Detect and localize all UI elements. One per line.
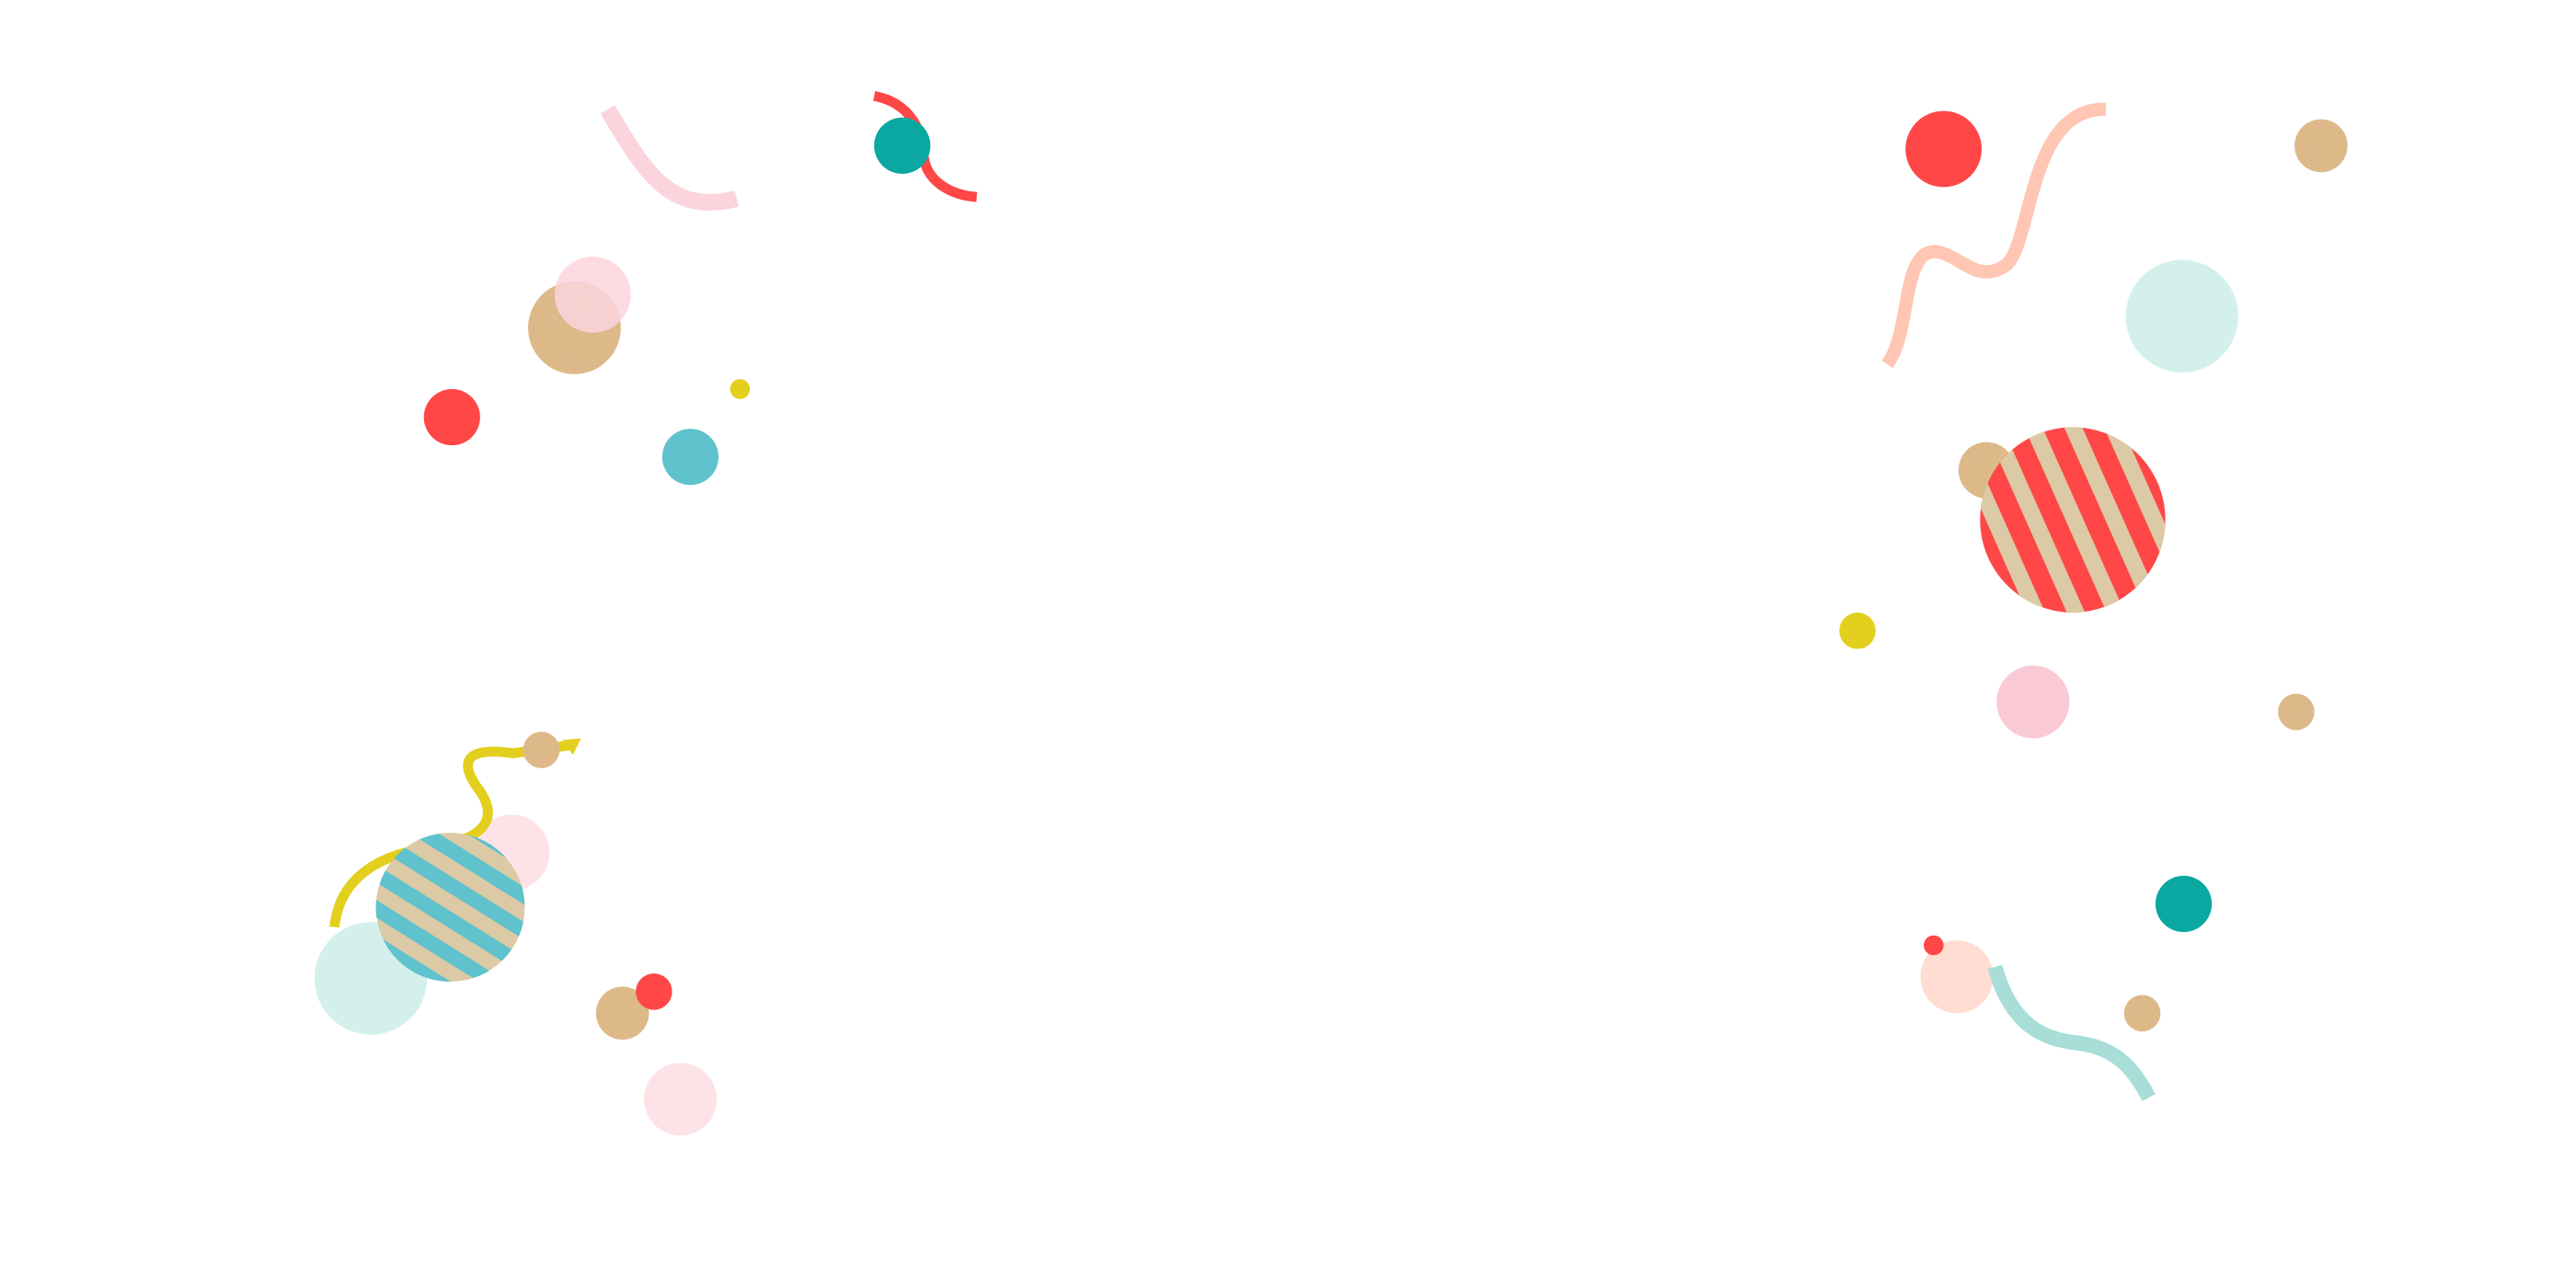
teal-dot xyxy=(2155,875,2213,933)
sky-teal-dot xyxy=(661,429,719,486)
blush-dot xyxy=(554,256,631,333)
mint-dot xyxy=(2125,259,2238,373)
light-blush-dot xyxy=(644,1063,718,1136)
gold-glitter-dot xyxy=(523,731,560,768)
blush-dot xyxy=(1996,665,2070,739)
gold-glitter-dot xyxy=(2278,693,2315,730)
yellow-dot xyxy=(730,379,751,399)
red-dot xyxy=(1924,935,1944,956)
red-dot xyxy=(636,973,673,1010)
red-dot xyxy=(1905,110,1982,188)
pink-ribbon xyxy=(600,105,739,211)
mint-ribbon xyxy=(1987,964,2156,1101)
gold-glitter-dot xyxy=(2294,119,2348,173)
teal-dot xyxy=(874,117,931,174)
gold-glitter-dot xyxy=(2123,995,2161,1032)
yellow-dot xyxy=(1839,612,1876,650)
yellow-ribbon-tip xyxy=(562,738,581,755)
peach-ribbon xyxy=(1881,102,2107,369)
gold-glitter-dot xyxy=(595,986,650,1041)
peach-light-dot xyxy=(1920,940,1994,1014)
red-dot xyxy=(423,388,480,446)
yellow-ribbon xyxy=(329,740,572,928)
ornament-red-stripes xyxy=(1980,427,2166,613)
